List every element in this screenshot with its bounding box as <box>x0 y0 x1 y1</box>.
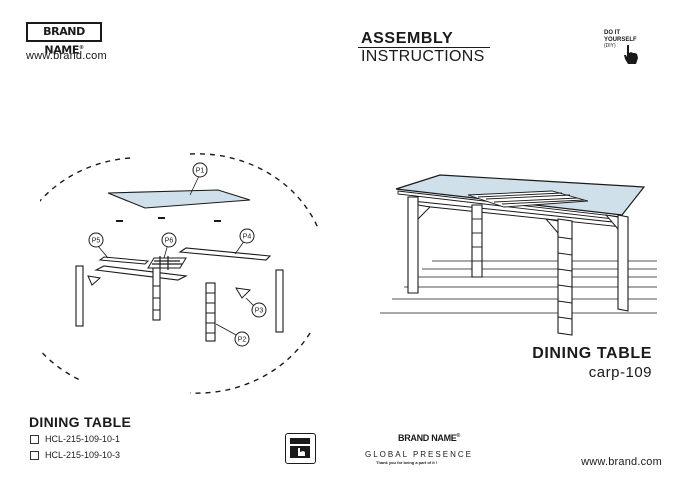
footer-brand-name: BRAND NAME <box>398 433 457 443</box>
product-code: carp-109 <box>588 364 652 381</box>
pointing-hand-icon <box>624 45 638 64</box>
leg-center-p2 <box>205 282 216 342</box>
diy-line2: YOURSELF <box>604 36 637 43</box>
diy-line1: DO IT <box>604 30 620 36</box>
title-divider <box>358 47 490 48</box>
thanks-text: Thank you for being a part of it ! <box>376 460 438 465</box>
brand-name: BRAND NAME <box>43 25 85 57</box>
product-name: DINING TABLE <box>532 345 652 362</box>
website-top[interactable]: www.brand.com <box>26 50 107 62</box>
dashed-outline <box>189 153 319 229</box>
leg-front-right <box>275 269 284 333</box>
leg-front-center <box>152 267 161 321</box>
callout-p2: P2 <box>238 337 247 344</box>
exploded-diagram: P1 P5 P6 P4 P3 P2 <box>40 153 319 394</box>
bracket-left <box>87 275 102 286</box>
rail-back <box>178 247 272 261</box>
callout-p5: P5 <box>92 238 101 245</box>
brand-logo: BRAND NAME® <box>26 22 102 57</box>
footer-brand: BRAND NAME® <box>398 433 460 443</box>
callout-p3: P3 <box>255 308 264 315</box>
checkbox[interactable] <box>30 434 39 444</box>
trademark: ® <box>78 45 84 51</box>
table-leg-front-left <box>407 196 419 294</box>
table-leg-back-center <box>471 204 483 278</box>
leg-front-left <box>75 265 84 327</box>
footer-trademark: ® <box>456 433 461 439</box>
diy-badge: DO IT YOURSELF (DIY) <box>604 30 652 66</box>
glass-top <box>107 189 251 209</box>
title-assembly: ASSEMBLY <box>361 30 454 47</box>
callout-p4: P4 <box>243 234 252 241</box>
callout-p6: P6 <box>165 238 174 245</box>
diy-stamp-logo <box>285 433 316 464</box>
global-presence: GLOBAL PRESENCE <box>365 450 473 459</box>
hand-stamp-icon <box>290 438 310 458</box>
parts-list-title: DINING TABLE <box>29 414 132 430</box>
title-instructions: INSTRUCTIONS <box>361 48 485 65</box>
assembled-table-illustration <box>380 174 657 336</box>
checkbox[interactable] <box>30 450 39 460</box>
part-code: HCL-215-109-10-1 <box>45 434 121 444</box>
part-code: HCL-215-109-10-3 <box>45 450 121 460</box>
parts-list-item[interactable]: HCL-215-109-10-1 <box>30 434 120 444</box>
website-bottom[interactable]: www.brand.com <box>581 456 662 468</box>
table-leg-back-right <box>617 214 629 312</box>
rail-front <box>94 265 188 281</box>
bracket-right <box>235 287 252 299</box>
parts-list-item[interactable]: HCL-215-109-10-3 <box>30 450 120 460</box>
table-leg-front-right <box>557 218 573 336</box>
callout-p1: P1 <box>196 168 205 175</box>
diy-line3: (DIY) <box>604 43 616 49</box>
